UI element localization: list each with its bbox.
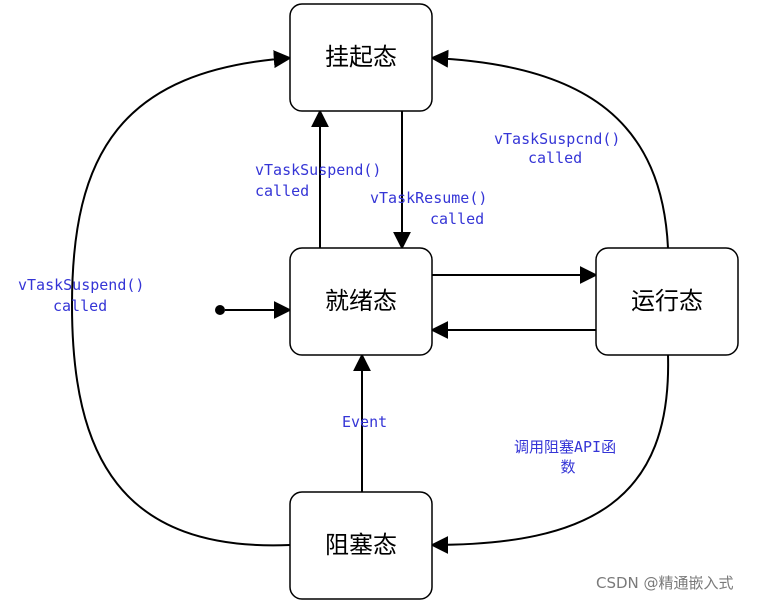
state-blocked-label: 阻塞态 xyxy=(325,531,397,559)
watermark: CSDN @精通嵌入式 xyxy=(596,574,734,592)
ready-to-suspended-label-1: vTaskSuspend() xyxy=(255,161,381,179)
state-suspended-label: 挂起态 xyxy=(325,43,397,71)
state-suspended: 挂起态 xyxy=(289,3,433,112)
running-to-blocked-label-2: 数 xyxy=(560,458,575,476)
state-ready: 就绪态 xyxy=(289,247,433,356)
state-blocked: 阻塞态 xyxy=(289,491,433,600)
state-ready-box xyxy=(289,247,433,356)
running-to-suspended-arrow xyxy=(430,49,669,249)
state-ready-label: 就绪态 xyxy=(325,287,397,315)
suspended-to-ready-label-1: vTaskResume() xyxy=(370,189,487,207)
state-running-box xyxy=(595,247,739,356)
blocked-to-suspended-label-2: called xyxy=(53,297,107,315)
running-to-suspended-label-1: vTaskSuspcnd() xyxy=(494,130,620,148)
state-blocked-box xyxy=(289,491,433,600)
blocked-to-suspended-arrow xyxy=(70,50,292,547)
running-to-suspended-label-2: called xyxy=(528,149,582,167)
ready-to-suspended-label-2: called xyxy=(255,182,309,200)
state-suspended-box xyxy=(289,3,433,112)
initial-dot xyxy=(215,305,225,315)
blocked-to-ready-label: Event xyxy=(342,413,387,431)
suspended-to-ready-label-2: called xyxy=(430,210,484,228)
running-to-blocked-arrow xyxy=(430,354,670,554)
running-to-blocked-label-1: 调用阻塞API函 xyxy=(514,438,616,456)
state-running: 运行态 xyxy=(595,247,739,356)
state-running-label: 运行态 xyxy=(631,287,703,315)
blocked-to-suspended-label-1: vTaskSuspend() xyxy=(18,276,144,294)
